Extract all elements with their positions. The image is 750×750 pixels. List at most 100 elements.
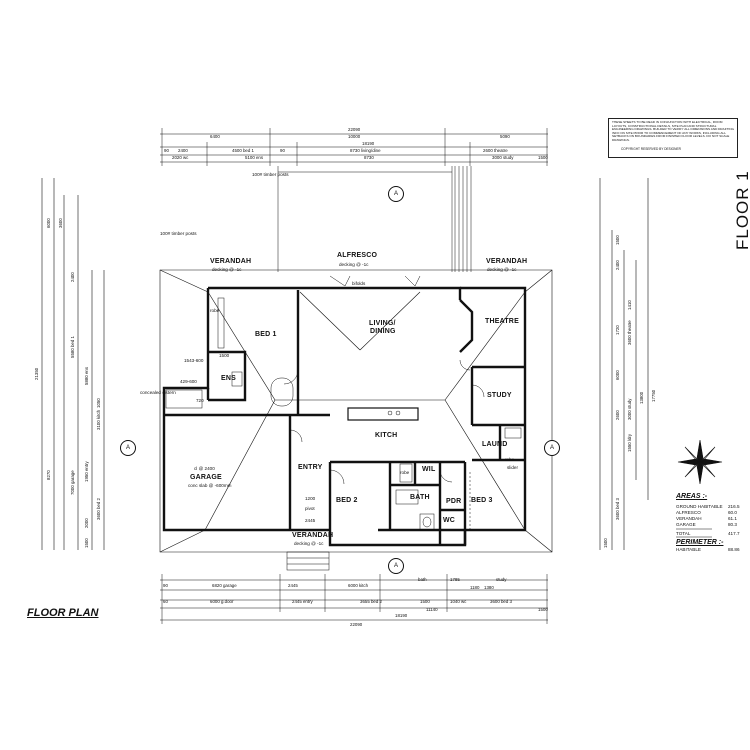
dim-right-2400: 2400 [615, 260, 620, 270]
room-living: LIVING/ [369, 320, 396, 327]
room-garage: GARAGE [190, 474, 222, 481]
room-laundry: LAUND [482, 441, 508, 448]
areas-row-ground-value: 216.5 [728, 504, 740, 509]
dim-top-6400: 6400 [210, 134, 220, 139]
dim-top-90a: 90 [164, 148, 169, 153]
dim-top-overall: 22090 [348, 127, 361, 132]
dim-top-4500: 4500 bed 1 [232, 148, 254, 153]
dim-right-3600: 3600 theatre [627, 320, 632, 345]
note-1200: 1200 [305, 496, 316, 501]
note-2445: 2445 [305, 518, 316, 523]
areas-row-alfresco-label: ALFRESCO [676, 510, 701, 515]
dim-left-5580: 5580 bed 1 [70, 336, 75, 358]
perimeter-label: HABITABLE [676, 547, 701, 552]
dim-left-3100: 3100 kitch [96, 409, 101, 430]
areas-row-garage-label: GARAGE [676, 522, 696, 527]
dim-right-overall: 17750 [651, 389, 656, 402]
room-kitchen: KITCH [375, 432, 398, 439]
areas-total-value: 417.7 [728, 531, 740, 536]
dim-left-5880: 5880 ens [84, 366, 89, 385]
dim-top-5100: 5100 ens [245, 155, 264, 160]
dim-bottom-2445: 2445 [288, 583, 298, 588]
note-robe-bed3: robe [505, 457, 515, 462]
dim-top-5090: 5090 [500, 134, 510, 139]
section-marker-left: A [120, 440, 136, 456]
note-robe-bed1: robe [210, 308, 220, 313]
dim-right-6000: 6000 [615, 370, 620, 380]
dim-bottom-2445e: 2445 entry [292, 599, 313, 604]
note-pivot: pivot [305, 506, 315, 511]
note-robe-bed2: robe [400, 470, 410, 475]
dim-right-1500: 1500 [615, 235, 620, 245]
areas-heading: AREAS :- [676, 493, 708, 500]
dim-top-8730: 8730 living/dine [350, 148, 381, 153]
dim-top-90b: 90 [280, 148, 285, 153]
dim-top-1500: 1500 [538, 155, 548, 160]
dim-bottom-1785: 1785 [450, 577, 460, 582]
room-bed1: BED 1 [255, 331, 277, 338]
note-bifolds: bifolds [352, 281, 366, 286]
note-720: 720 [196, 398, 204, 403]
note-1500: 1500 [219, 353, 230, 358]
plan-title: FLOOR PLAN [27, 607, 99, 619]
dim-top-3000: 3000 study [492, 155, 514, 160]
dim-left-3600: 3600 [58, 218, 63, 228]
areas-row-ground-label: GROUND HABITABLE [676, 504, 723, 509]
areas-row-garage-value: 80.3 [728, 522, 737, 527]
room-pdr: PDR [446, 498, 462, 505]
note-1543: 1543-600 [184, 358, 204, 363]
room-garage-sub2: conc slab @ -600mm [188, 483, 232, 488]
note-timber-posts-top: 100# timber posts [252, 172, 289, 177]
dim-top-2600: 2600 theatre [483, 148, 508, 153]
general-notes: THESE SHEETS TO BE READ IN CONJUNCTION W… [612, 120, 734, 142]
dim-right-1550: 1550 ldry [627, 433, 632, 452]
dim-top-8730b: 8730 [364, 155, 374, 160]
areas-row-verandah-value: 61.1 [728, 516, 737, 521]
dim-right-3000: 3000 study [627, 398, 632, 420]
dim-bottom-1180: 1180 [470, 585, 480, 590]
dim-right-1410: 1410 [627, 300, 632, 310]
dim-top-18190: 18190 [362, 141, 375, 146]
dim-bottom-1500: 1500 [538, 607, 548, 612]
general-notes-box: THESE SHEETS TO BE READ IN CONJUNCTION W… [608, 118, 738, 158]
dim-top-2400: 2400 [178, 148, 188, 153]
dim-left-7000: 7000 garage [70, 470, 75, 495]
dim-bottom-6000k: 6000 kitch [348, 583, 369, 588]
sheet-title: FLOOR 1 [733, 170, 750, 250]
note-slider: slider [507, 465, 518, 470]
room-theatre: THEATRE [485, 318, 519, 325]
room-verandah-left-sub: decking @ -1c [212, 267, 242, 272]
room-ensuite: ENS [221, 375, 236, 382]
room-alfresco-sub: decking @ -1c [339, 262, 369, 267]
dim-right-3600b: 3600 bed 3 [615, 498, 620, 520]
section-marker-right: A [544, 440, 560, 456]
note-timber-posts-left: 100# timber posts [160, 231, 197, 236]
room-garage-sub1: cl @ 2400 [194, 466, 215, 471]
dim-left-2000: 2000 [84, 518, 89, 528]
dim-right-13800: 13800 [639, 391, 644, 404]
dim-left-overall: 21350 [34, 367, 39, 380]
section-marker-top: A [388, 186, 404, 202]
room-verandah-left: VERANDAH [210, 258, 252, 265]
room-entry: ENTRY [298, 464, 323, 471]
dim-left-2400: 2400 [70, 272, 75, 282]
room-verandah-right: VERANDAH [486, 258, 528, 265]
dim-right-1500b: 1500 [603, 538, 608, 548]
note-concealed-cistern: concealed cistern [140, 390, 176, 395]
dim-bottom-18190: 18190 [395, 613, 408, 618]
dim-bottom-11140: 11140 [426, 607, 438, 612]
perimeter-heading: PERIMETER :- [676, 539, 724, 546]
dim-left-8270: 8270 [46, 470, 51, 480]
perimeter-value: 88.86 [728, 547, 740, 552]
room-dining: DINING [370, 328, 396, 335]
dim-bottom-1040: 1040 wc [450, 599, 467, 604]
dim-bottom-1380: 1380 [484, 585, 494, 590]
dim-bottom-study: study [496, 577, 507, 582]
dim-bottom-60: 60 [163, 599, 168, 604]
room-bed3: BED 3 [471, 497, 493, 504]
dim-right-1720: 1720 [615, 325, 620, 335]
room-verandah-bottom-sub: decking @ -1c [294, 541, 324, 546]
copyright-note: COPYRIGHT RESERVED BY DESIGNER [621, 147, 681, 151]
areas-total-label: TOTAL [676, 531, 691, 536]
